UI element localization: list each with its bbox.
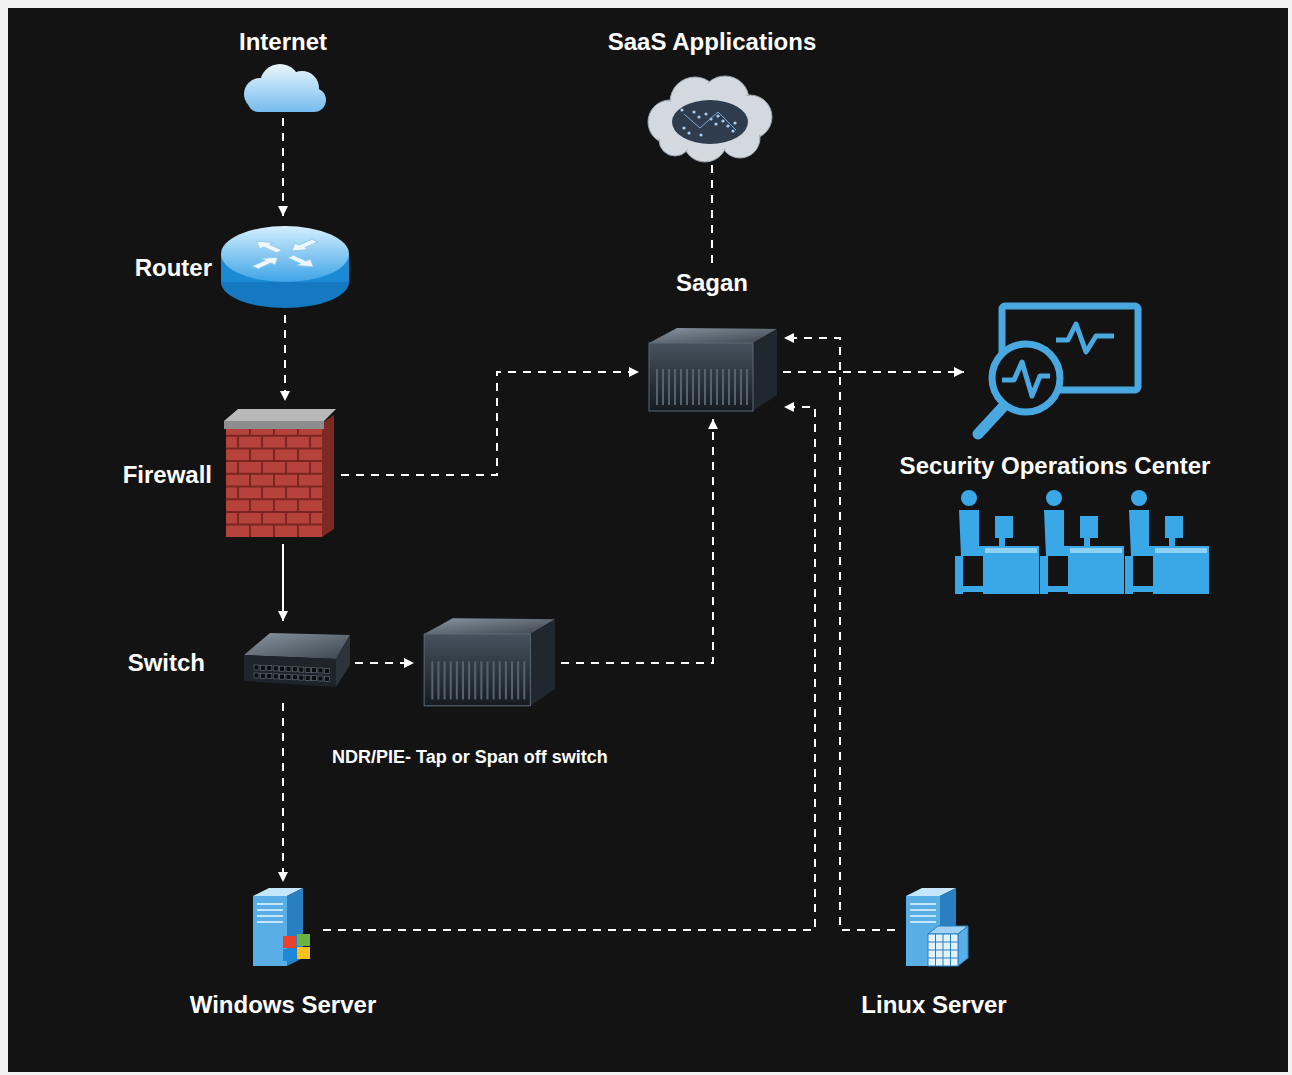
- internet-cloud: Internet: [236, 60, 328, 115]
- switch-icon: [240, 625, 352, 700]
- server-icon: [418, 615, 558, 710]
- analyst-figure: [1125, 490, 1209, 594]
- node-label: Linux Server: [861, 991, 1006, 1019]
- connector: [783, 371, 964, 373]
- connector: [282, 703, 284, 882]
- switch-icon: Switch: [240, 625, 352, 700]
- node-label: Firewall: [123, 461, 212, 489]
- node-label: Internet: [239, 28, 327, 56]
- win-icon: [245, 886, 320, 970]
- soc-monitor: Security Operations Center: [968, 300, 1144, 440]
- saas-icon: [640, 72, 780, 162]
- saas-cloud: SaaS Applications: [640, 72, 780, 162]
- connector: [784, 338, 895, 930]
- node-label: NDR/PIE- Tap or Span off switch: [332, 747, 608, 768]
- analyst-figures: [955, 490, 1209, 594]
- router-icon: Router: [218, 220, 352, 312]
- router-icon: [218, 220, 352, 312]
- node-label: Security Operations Center: [900, 452, 1211, 480]
- connector: [282, 118, 284, 216]
- node-label: Router: [135, 254, 212, 282]
- linux-icon: [898, 886, 970, 970]
- cloud-icon: [236, 60, 328, 115]
- connector: [341, 372, 639, 475]
- sagan-server: Sagan: [643, 325, 780, 415]
- linux-server: Linux Server: [898, 886, 970, 970]
- soc-icon: [968, 300, 1144, 440]
- connector: [561, 419, 713, 663]
- node-label: Sagan: [676, 269, 748, 297]
- firewall-icon: [222, 405, 338, 541]
- dark-background: [8, 8, 1288, 1072]
- firewall-icon: Firewall: [222, 405, 338, 541]
- windows-server: Windows Server: [245, 886, 320, 970]
- ndr-server: NDR/PIE- Tap or Span off switch: [418, 615, 558, 710]
- connector: [323, 407, 815, 930]
- analyst-figure: [1040, 490, 1124, 594]
- server-icon: [643, 325, 780, 415]
- node-label: Windows Server: [190, 991, 377, 1019]
- node-label: Switch: [128, 649, 205, 677]
- connector: [711, 165, 713, 263]
- connector: [282, 544, 284, 621]
- analyst-figure: [955, 490, 1039, 594]
- connector: [355, 662, 414, 664]
- node-label: SaaS Applications: [608, 28, 817, 56]
- connector: [284, 315, 286, 401]
